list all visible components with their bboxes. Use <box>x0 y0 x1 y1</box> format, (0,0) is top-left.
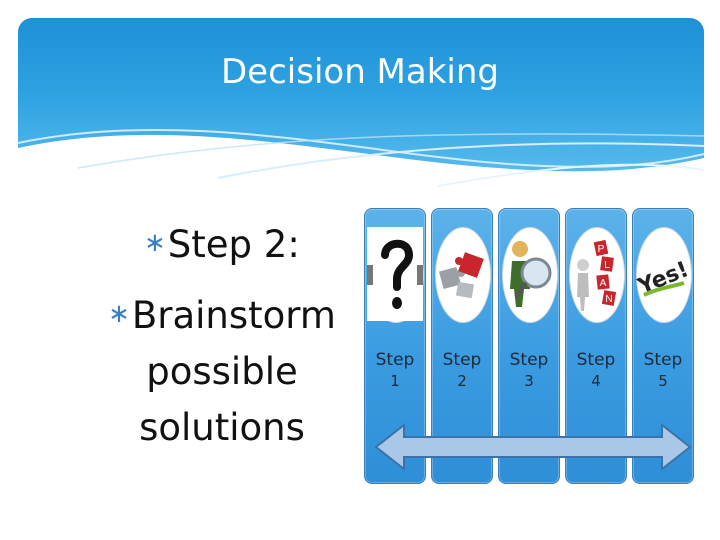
plan-person-icon: P L A N <box>577 239 617 311</box>
bullet-text: Step 2: <box>167 223 300 266</box>
step-image-4: P L A N <box>566 219 626 329</box>
step-label-4: Step 4 <box>566 350 626 392</box>
page-title: Decision Making <box>221 52 499 92</box>
step-image-1 <box>365 219 425 329</box>
bullet-marker: ∗ <box>144 228 166 258</box>
magnifying-glass-person-icon <box>510 241 552 307</box>
step-number: 3 <box>524 372 534 390</box>
step-number: 1 <box>390 372 400 390</box>
bullet-marker: ∗ <box>108 299 130 329</box>
step-number: 4 <box>591 372 601 390</box>
question-mark-icon <box>367 227 423 321</box>
step-label-2: Step 2 <box>432 350 492 392</box>
step-label-1: Step 1 <box>365 350 425 392</box>
step-label-3: Step 3 <box>499 350 559 392</box>
yes-icon: Yes! <box>636 257 690 300</box>
bullet-text: Brainstorm possible solutions <box>131 294 336 449</box>
step-word: Step <box>442 350 482 370</box>
bullet-step-2: ∗Step 2: <box>144 220 300 268</box>
step-word: Step <box>576 350 616 370</box>
puzzle-pieces-icon <box>438 252 484 299</box>
step-number: 2 <box>457 372 467 390</box>
step-image-2 <box>432 219 492 329</box>
step-image-5: Yes! <box>633 219 693 329</box>
plan-letter-a: A <box>600 278 607 289</box>
step-word: Step <box>509 350 549 370</box>
steps-panel: Step 1 Step 2 <box>364 208 696 484</box>
plan-letter-l: L <box>604 260 610 271</box>
header-wave-decoration <box>18 128 704 193</box>
step-number: 5 <box>658 372 668 390</box>
plan-letter-n: N <box>605 294 612 305</box>
bullet-brainstorm: ∗Brainstorm possible solutions <box>92 286 352 456</box>
step-word: Step <box>643 350 683 370</box>
header-band <box>18 18 704 193</box>
double-arrow-icon <box>374 422 692 472</box>
plan-letter-p: P <box>598 244 605 255</box>
step-label-5: Step 5 <box>633 350 693 392</box>
step-image-3 <box>499 219 559 329</box>
step-word: Step <box>375 350 415 370</box>
